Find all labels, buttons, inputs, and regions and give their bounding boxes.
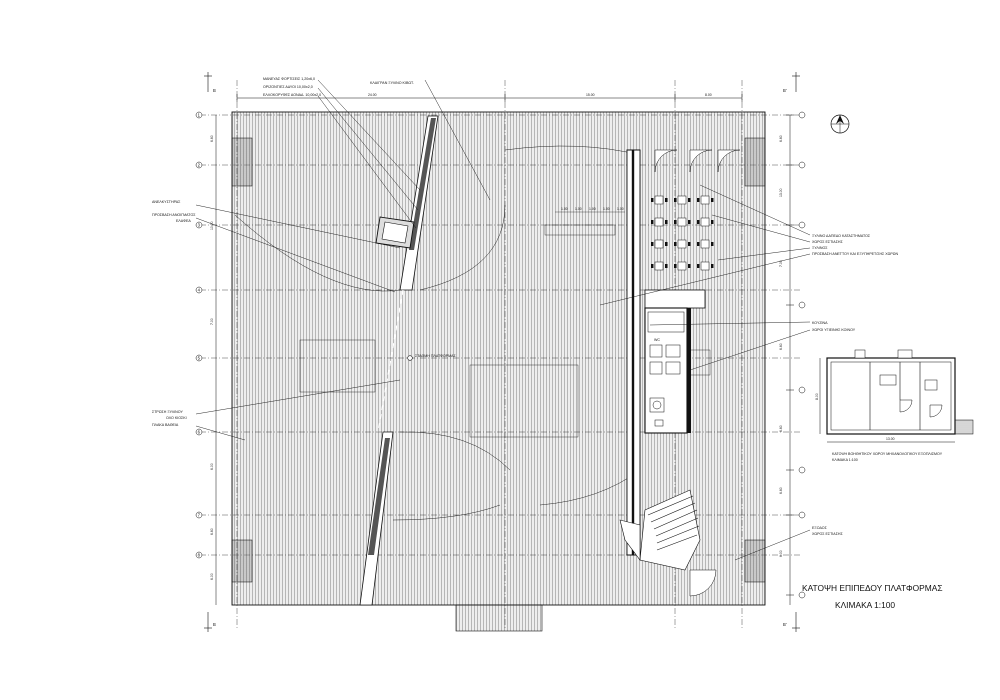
dim-right: 6.60 <box>779 425 783 432</box>
axis-row-label: 4 <box>198 288 201 293</box>
inset-caption-1: ΚΑΤΟΨΗ ΒΟΗΘΗΤΙΚΟΥ ΧΩΡΟΥ ΜΗΧΑΝΟΛΟΓΙΚΟΥ ΕΞ… <box>832 452 943 456</box>
door-swings <box>654 149 741 173</box>
label-wood-1: ΣΤΡΩΣΗ ΞΥΛΙΝΟΥ <box>152 410 183 414</box>
section-mark-label: B <box>213 622 216 627</box>
sweep-curves <box>234 145 641 521</box>
inset-caption-2: ΚΛΙΜΑΚΑ 1:100 <box>832 458 858 462</box>
section-mark-label: B <box>213 88 216 93</box>
axis-row-label: 6 <box>198 430 201 435</box>
label-slab: ΠΛΑΚΑ ΒΑΘΕΙΑ <box>152 423 179 427</box>
axis-labels-left: 1 2 3 4 5 6 7 8 <box>198 113 201 558</box>
exit-door-swing <box>689 569 717 597</box>
dim-left: 10.00 <box>210 221 214 230</box>
wc-label: WC <box>654 338 660 342</box>
dim-top-3: 8.00 <box>705 93 712 97</box>
label-right-1: ΞΥΛΙΝΟ ΔΑΠΕΔΟ ΚΑΤΑΣΤΗΜΑΤΟΣ <box>812 234 871 238</box>
table-dims: 1.00 1.00 1.00 1.00 1.00 <box>555 207 625 213</box>
section-mark-label: B' <box>783 88 787 93</box>
label-right-2: ΧΩΡΟΣ ΕΣΤΙΑΣΗΣ <box>812 240 844 244</box>
axis-row-label: 3 <box>198 223 201 228</box>
dim-top-2: 15.00 <box>586 93 595 97</box>
dim-right: 6.60 <box>779 487 783 494</box>
dim-left: 6.00 <box>210 463 214 470</box>
dim-table: 1.00 <box>603 207 610 211</box>
dim-right: 6.00 <box>779 550 783 557</box>
dim-left: 6.60 <box>210 528 214 535</box>
label-wc: ΧΩΡΟΙ ΥΓΙΕΙΝΗΣ ΚΟΙΝΟΥ <box>812 328 856 332</box>
axis-row-label: 1 <box>198 113 201 118</box>
level-marker <box>407 355 413 361</box>
label-group-right: ΞΥΛΙΝΟ ΔΑΠΕΔΟ ΚΑΤΑΣΤΗΜΑΤΟΣ ΧΩΡΟΣ ΕΣΤΙΑΣΗ… <box>812 234 898 256</box>
axis-row-label: 7 <box>198 513 201 518</box>
dim-left: 6.60 <box>210 135 214 142</box>
north-arrow-icon <box>830 114 850 134</box>
inset-plan <box>819 349 974 443</box>
dim-right: 6.60 <box>779 135 783 142</box>
section-marks <box>204 72 800 632</box>
drawing-title: ΚΑΤΟΨΗ ΕΠΙΠΕΔΟΥ ΠΛΑΤΦΟΡΜΑΣ <box>802 583 943 593</box>
label-elevator: ΑΝΕΛΚΥΣΤΗΡΑΣ <box>152 200 181 204</box>
lower-diagonal-ramp <box>359 431 394 606</box>
dim-top-1: 24.00 <box>368 93 377 97</box>
label-top-center: ΚΛΑΙΓΡΑΝ ΞΥΛΙΝΟ ΚΙΒΩΤ. <box>370 81 414 85</box>
label-top-3: ΕΛΛΟΚΟΡΥΦΕΣ ΑΟΝΑΔ. 10,00x2,0 <box>263 93 321 97</box>
elevator-shaft <box>375 216 415 249</box>
label-wood-2: ΟΛΟ ΚΙΟΣΚΙ <box>166 416 187 420</box>
inset-dim-w: 13.00 <box>886 437 895 441</box>
label-stack-top: ΜΑΝΕΥΑΣ ΦΟΡΤΙΣΕΙΣ 1,20x6,0 ΟΡΙΖΟΝΤΙΕΣ ΑΔ… <box>263 77 321 97</box>
drawing-scale: ΚΛΙΜΑΚΑ 1:100 <box>835 600 895 610</box>
dim-table: 1.00 <box>561 207 568 211</box>
kiosk-block <box>644 289 706 434</box>
dim-table: 1.00 <box>589 207 596 211</box>
cafe-chairs <box>651 198 714 268</box>
label-top-1: ΜΑΝΕΥΑΣ ΦΟΡΤΙΣΕΙΣ 1,20x6,0 <box>263 77 315 81</box>
label-right-4: ΠΡΟΣΒΑΣΗ ΑΝΕΤΤΟΥ ΚΑΙ ΕΞΥΠΗΡΕΤ/ΣΗΣ ΧΩΡΩΝ <box>812 252 898 256</box>
dim-right: 6.60 <box>779 343 783 350</box>
axis-row-label: 8 <box>198 553 201 558</box>
dim-left: 6.00 <box>210 573 214 580</box>
dimension-line-top <box>236 94 743 102</box>
level-label: ΣΤΑΘΜΗ ΠΛΑΤΦΟΡΜΑΣ <box>415 354 457 358</box>
label-right-3: ΞΥΛΙΝΟΣ <box>812 246 828 250</box>
benches <box>299 224 711 438</box>
dim-table: 1.00 <box>575 207 582 211</box>
cafe-tables <box>654 195 710 271</box>
leader-lines <box>195 79 811 561</box>
axis-bubbles-left <box>195 111 203 559</box>
label-exit-2: ΧΩΡΟΣ ΕΣΤΙΑΣΗΣ <box>812 532 844 536</box>
dim-left: 7.00 <box>210 318 214 325</box>
dashed-diagonal-path <box>377 289 404 433</box>
inset-dim-h: 8.00 <box>815 393 819 400</box>
label-top-2: ΟΡΙΖΟΝΤΙΕΣ ΑΔΥΟΙ 10,00x2,0 <box>263 85 313 89</box>
kiosk-spine <box>626 149 641 556</box>
lower-stair <box>619 489 701 571</box>
label-access-1: ΠΡΟΣΒΑΣΗ ΑΝΟΙΓΜΑΤΟΣ <box>152 213 196 217</box>
label-access-2: ΕΛΑΦΕΑ <box>176 219 191 223</box>
label-exit-1: ΕΞΟΔΟΣ <box>812 526 828 530</box>
axis-bubbles-right <box>798 111 806 599</box>
axis-row-label: 2 <box>198 163 201 168</box>
dim-right: 13.00 <box>779 188 783 197</box>
label-kitchen: ΚΟΥΖΙΝΑ <box>812 321 828 325</box>
section-mark-label: B' <box>783 622 787 627</box>
dim-table: 1.00 <box>617 207 624 211</box>
dim-right: 7.00 <box>779 260 783 267</box>
dimension-line-right <box>786 114 794 605</box>
axis-row-label: 5 <box>198 356 201 361</box>
